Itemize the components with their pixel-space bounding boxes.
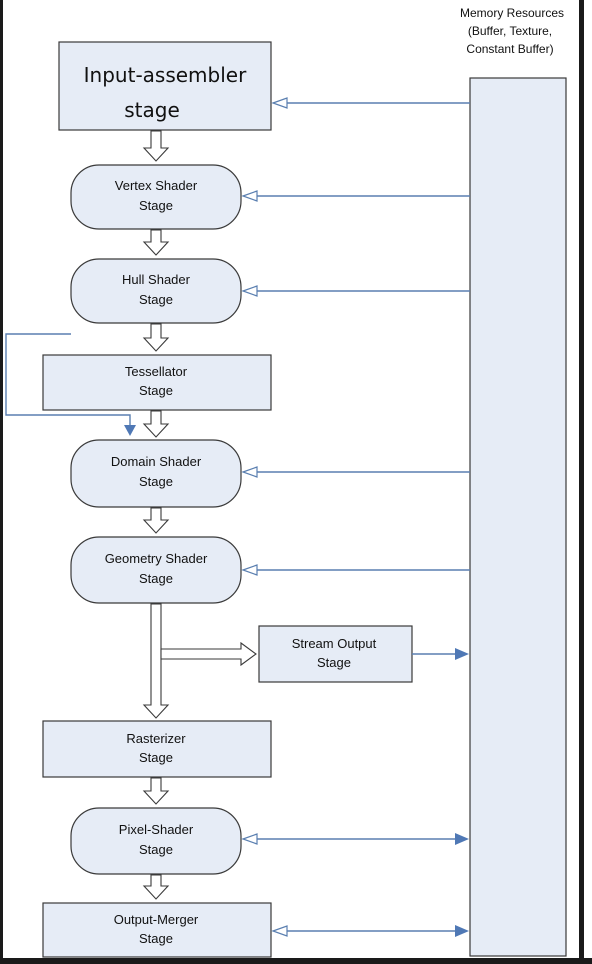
flow-arrow-raster-to-ps bbox=[142, 777, 170, 805]
ps-to-memory-arrowhead bbox=[455, 833, 469, 845]
vertex-shader-label-1: Vertex Shader bbox=[115, 178, 198, 193]
tessellator-label-1: Tessellator bbox=[125, 364, 188, 379]
memory-to-ia-arrowhead bbox=[271, 97, 288, 109]
memory-to-vs-arrowhead bbox=[241, 190, 258, 202]
geometry-shader-label-1: Geometry Shader bbox=[105, 551, 208, 566]
input-assembler-label-2: stage bbox=[124, 98, 180, 122]
memory-label-line-2: (Buffer, Texture, bbox=[468, 24, 552, 38]
input-assembler-stage-box bbox=[58, 41, 272, 131]
pixel-shader-label-2: Stage bbox=[139, 842, 173, 857]
memory-resources-column bbox=[469, 77, 567, 957]
om-to-memory-arrowhead bbox=[455, 925, 469, 937]
stream-output-stage-box bbox=[258, 625, 413, 683]
flow-arrow-ia-to-vs bbox=[142, 130, 170, 162]
flow-arrow-gs-to-raster bbox=[142, 603, 170, 719]
flow-arrow-vs-to-hs bbox=[142, 229, 170, 256]
domain-shader-stage-box bbox=[70, 439, 242, 508]
memory-label-line-1: Memory Resources bbox=[460, 6, 564, 20]
hull-to-domain-arrowhead bbox=[124, 425, 136, 436]
pixel-shader-label-1: Pixel-Shader bbox=[119, 822, 194, 837]
flow-arrow-ps-to-om bbox=[142, 874, 170, 900]
rasterizer-stage-box bbox=[42, 720, 272, 778]
stream-output-label-1: Stream Output bbox=[292, 636, 377, 651]
memory-to-ps-arrowhead bbox=[241, 833, 258, 845]
stream-output-to-memory-arrowhead bbox=[455, 648, 469, 660]
memory-to-om-arrowhead bbox=[271, 925, 288, 937]
vertex-shader-stage-box bbox=[70, 164, 242, 230]
flow-arrow-ds-to-gs bbox=[142, 507, 170, 534]
rasterizer-label-2: Stage bbox=[139, 750, 173, 765]
hull-shader-label-2: Stage bbox=[139, 292, 173, 307]
domain-shader-label-1: Domain Shader bbox=[111, 454, 202, 469]
output-merger-stage-box bbox=[42, 902, 272, 958]
geometry-shader-label-2: Stage bbox=[139, 571, 173, 586]
vertex-shader-label-2: Stage bbox=[139, 198, 173, 213]
flow-arrow-tess-to-ds bbox=[142, 410, 170, 438]
tessellator-stage-box bbox=[42, 354, 272, 411]
input-assembler-label-1: Input-assembler bbox=[84, 63, 247, 87]
hull-shader-label-1: Hull Shader bbox=[122, 272, 191, 287]
flow-arrow-hs-to-tess bbox=[142, 323, 170, 352]
memory-to-hs-arrowhead bbox=[241, 285, 258, 297]
output-merger-label-1: Output-Merger bbox=[114, 912, 199, 927]
flow-arrow-gs-to-stream-output bbox=[160, 641, 257, 667]
memory-to-gs-arrowhead bbox=[241, 564, 258, 576]
memory-to-ds-arrowhead bbox=[241, 466, 258, 478]
hull-to-domain-connector bbox=[5, 333, 131, 426]
memory-label-line-3: Constant Buffer) bbox=[466, 42, 553, 56]
tessellator-label-2: Stage bbox=[139, 383, 173, 398]
domain-shader-label-2: Stage bbox=[139, 474, 173, 489]
frame-bottom-edge bbox=[0, 958, 592, 964]
stream-output-label-2: Stage bbox=[317, 655, 351, 670]
rasterizer-label-1: Rasterizer bbox=[126, 731, 186, 746]
geometry-shader-stage-box bbox=[70, 536, 242, 604]
output-merger-label-2: Stage bbox=[139, 931, 173, 946]
pixel-shader-stage-box bbox=[70, 807, 242, 875]
hull-shader-stage-box bbox=[70, 258, 242, 324]
